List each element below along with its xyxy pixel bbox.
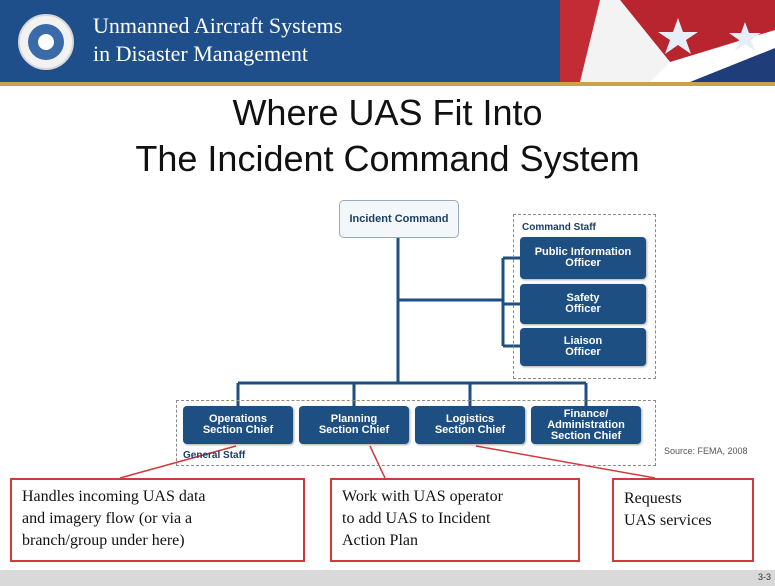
callout-operations-line-2: and imagery flow (or via a	[22, 510, 193, 527]
finance-line-2: Administration	[547, 418, 625, 431]
finance-line-3: Section Chief	[550, 429, 622, 442]
callout-planning: Work with UAS operator to add UAS to Inc…	[330, 478, 580, 562]
finance-administration-section-chief-box: Finance/ Administration Section Chief	[531, 406, 641, 444]
liaison-officer-line-2: Officer	[565, 346, 601, 358]
callout-planning-line-3: Action Plan	[342, 532, 418, 549]
header-divider	[0, 82, 775, 86]
callout-operations: Handles incoming UAS data and imagery fl…	[10, 478, 305, 562]
planning-section-chief-box: Planning Section Chief	[299, 406, 409, 444]
liaison-officer-box: Liaison Officer	[520, 328, 646, 366]
general-staff-label: General Staff	[183, 450, 246, 461]
operations-section-chief-box: Operations Section Chief	[183, 406, 293, 444]
header-title: Unmanned Aircraft Systems in Disaster Ma…	[93, 12, 342, 68]
header-title-line-2: in Disaster Management	[93, 41, 309, 66]
source-citation: Source: FEMA, 2008	[664, 446, 748, 456]
operations-line-1: Operations	[208, 413, 268, 425]
callout-logistics: Requests UAS services	[612, 478, 754, 562]
logistics-line-2: Section Chief	[434, 424, 506, 436]
safety-officer-box: Safety Officer	[520, 284, 646, 324]
slide-title-line-1: Where UAS Fit Into	[232, 92, 543, 133]
operations-line-2: Section Chief	[202, 424, 274, 436]
slide-title-line-2: The Incident Command System	[135, 138, 640, 179]
pio-line-2: Officer	[565, 257, 601, 269]
command-staff-group	[513, 214, 656, 379]
general-staff-group	[176, 400, 656, 466]
callout-planning-line-2: to add UAS to Incident	[342, 510, 491, 527]
callout-logistics-line-1: Requests	[624, 490, 682, 507]
public-information-officer-box: Public Information Officer	[520, 237, 646, 279]
incident-command-box: Incident Command	[339, 200, 459, 238]
callout-operations-line-1: Handles incoming UAS data	[22, 488, 206, 505]
header-title-line-1: Unmanned Aircraft Systems	[93, 13, 343, 38]
callout-planning-line-1: Work with UAS operator	[342, 488, 503, 505]
incident-command-line-2: Command	[394, 212, 449, 225]
command-staff-label: Command Staff	[522, 222, 596, 233]
incident-command-line-1: Incident	[349, 212, 392, 225]
header-banner: Unmanned Aircraft Systems in Disaster Ma…	[0, 0, 775, 82]
footer-bar: 3-3	[0, 570, 775, 586]
american-flag-icon	[560, 0, 775, 82]
planning-line-1: Planning	[330, 413, 378, 425]
callout-logistics-line-2: UAS services	[624, 512, 712, 529]
logistics-line-1: Logistics	[445, 413, 495, 425]
safety-officer-line-1: Safety	[566, 292, 600, 304]
planning-line-2: Section Chief	[318, 424, 390, 436]
pio-line-1: Public Information	[534, 246, 632, 258]
dhs-seal-icon	[18, 14, 74, 70]
finance-line-1: Finance/	[563, 407, 609, 420]
liaison-officer-line-1: Liaison	[563, 335, 603, 347]
page-number: 3-3	[757, 572, 771, 582]
slide-title: Where UAS Fit Into The Incident Command …	[0, 90, 775, 182]
safety-officer-line-2: Officer	[565, 303, 601, 315]
logistics-section-chief-box: Logistics Section Chief	[415, 406, 525, 444]
callout-operations-line-3: branch/group under here)	[22, 532, 185, 549]
